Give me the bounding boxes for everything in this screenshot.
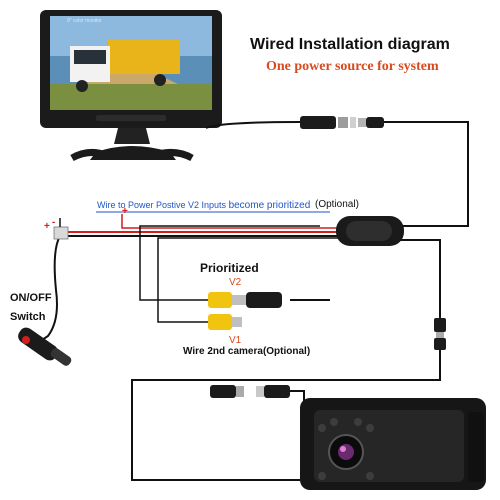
main-cable: [35, 121, 469, 481]
cigarette-lighter-plug-icon: [18, 327, 72, 366]
power-wire-ends: [53, 218, 69, 240]
plus-sign-top: +: [122, 206, 128, 217]
power-wire-note: Wire to Power Postive V2 Inputs become p…: [97, 201, 310, 211]
aviation-connector-vertical: [434, 318, 446, 350]
prioritized-label: Prioritized: [200, 261, 259, 275]
power-wire-note-emphasis: become prioritized: [228, 200, 311, 211]
v1-label: V1: [229, 335, 242, 346]
diagram-subtitle: One power source for system: [266, 59, 439, 74]
monitor-brand-label: 9" color monitor: [67, 18, 102, 24]
optional-label: (Optional): [315, 199, 359, 210]
plus-sign-left: +: [44, 221, 50, 232]
diagram-title: Wired Installation diagram: [250, 36, 450, 53]
junction-box: [336, 216, 404, 246]
v2-label: V2: [229, 277, 242, 288]
aviation-connector-bottom: [210, 385, 305, 420]
aviation-connector-top: [300, 116, 384, 129]
switch-label-line1: ON/OFF: [10, 292, 52, 304]
rca-connector-v1: [208, 314, 242, 330]
switch-label-line2: Switch: [10, 311, 46, 323]
rca-connector-v2: [208, 292, 282, 308]
minus-sign-left: -: [52, 217, 56, 228]
monitor-icon: [40, 10, 222, 162]
second-camera-label: Wire 2nd camera(Optional): [183, 346, 311, 357]
backup-camera-icon: [300, 398, 486, 490]
power-wire-note-prefix: Wire to Power Postive V2 Inputs: [97, 200, 229, 210]
